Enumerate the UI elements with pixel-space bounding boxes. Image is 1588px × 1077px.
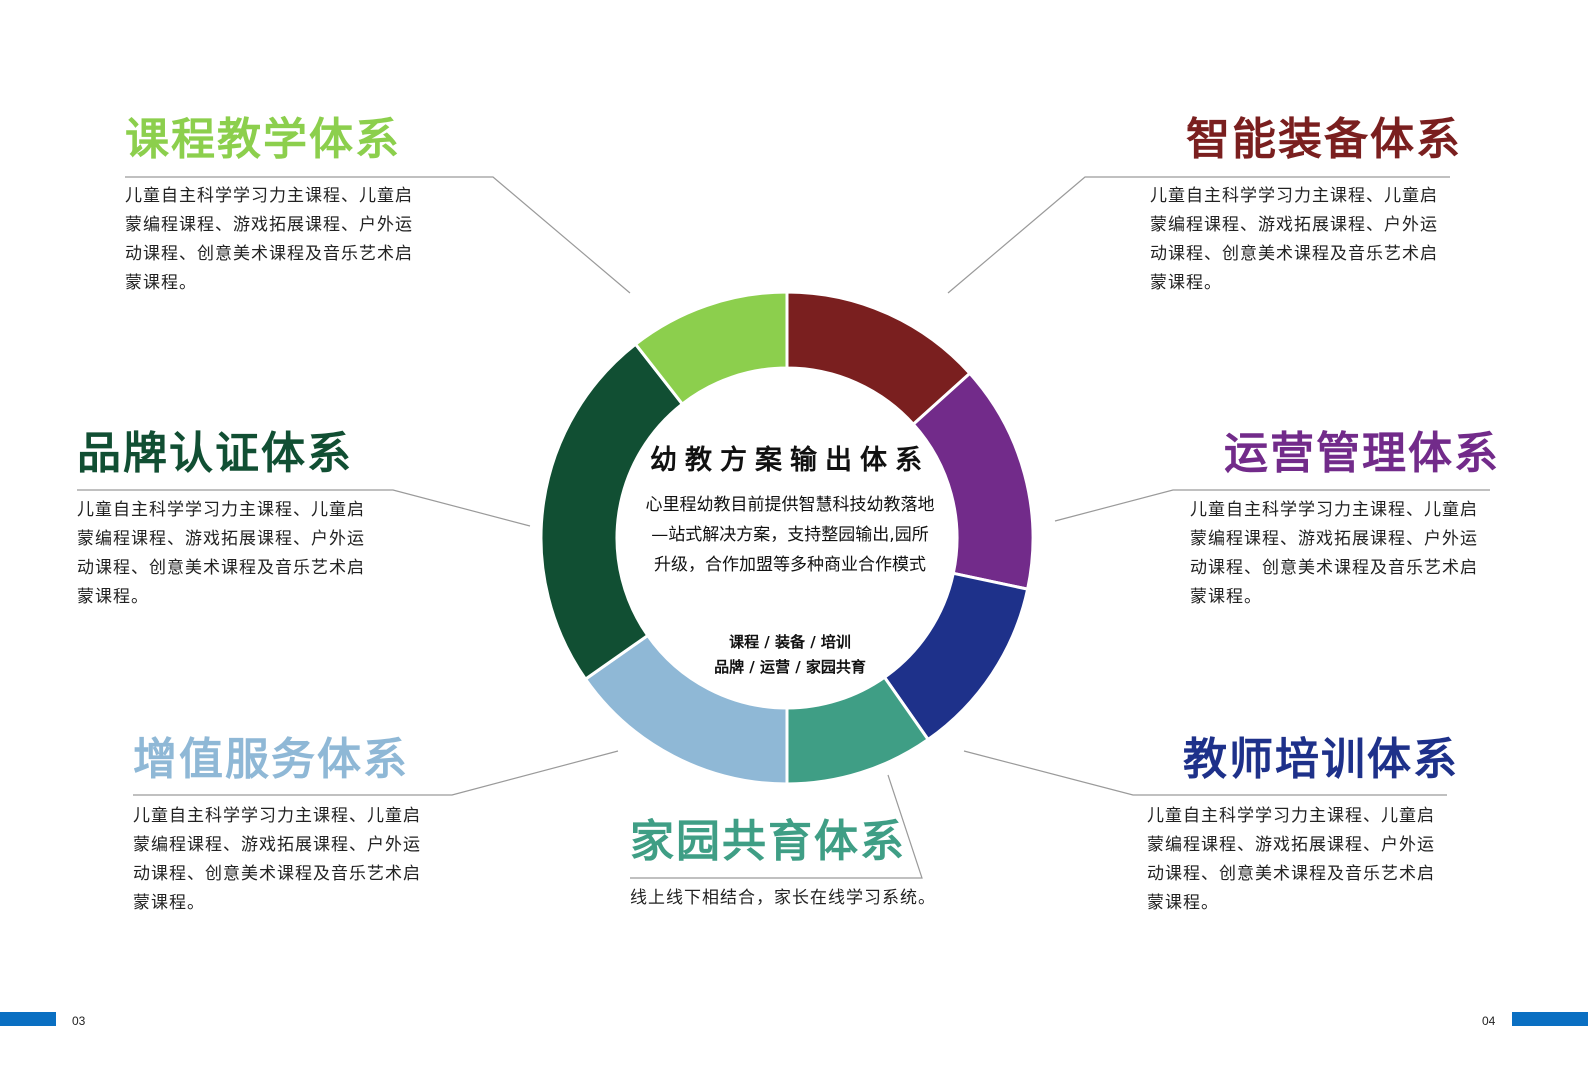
center-tags: 课程 / 装备 / 培训 品牌 / 运营 / 家园共育	[620, 630, 960, 680]
page-bar-left	[0, 1012, 56, 1026]
connector-line-equip	[947, 176, 1450, 294]
page-number-right: 04	[1482, 1014, 1496, 1028]
system-value-desc: 儿童自主科学学习力主课程、儿童启 蒙编程课程、游戏拓展课程、户外运 动课程、创意…	[133, 802, 421, 918]
system-teacher-title: 教师培训体系	[1183, 734, 1459, 785]
center-tag-line: 品牌 / 运营 / 家园共育	[714, 658, 866, 676]
system-brand: 品牌认证体系 儿童自主科学学习力主课程、儿童启 蒙编程课程、游戏拓展课程、户外运…	[77, 426, 365, 612]
desc-line: 蒙编程课程、游戏拓展课程、户外运	[1190, 529, 1478, 549]
system-course-title: 课程教学体系	[125, 114, 401, 165]
desc-line: 动课程、创意美术课程及音乐艺术启	[77, 558, 365, 578]
system-value-title: 增值服务体系	[133, 734, 409, 785]
center-description: 心里程幼教目前提供智慧科技幼教落地 —站式解决方案，支持整园输出,园所 升级，合…	[620, 490, 960, 580]
desc-line: 儿童自主科学学习力主课程、儿童启	[125, 186, 413, 206]
center-desc-line: —站式解决方案，支持整园输出,园所	[651, 525, 929, 545]
system-ops-title: 运营管理体系	[1224, 428, 1500, 479]
desc-line: 蒙课程。	[133, 893, 205, 913]
desc-line: 蒙编程课程、游戏拓展课程、户外运	[1147, 835, 1435, 855]
desc-line: 动课程、创意美术课程及音乐艺术启	[1150, 244, 1438, 264]
desc-line: 儿童自主科学学习力主课程、儿童启	[1147, 806, 1435, 826]
page-number-left: 03	[72, 1014, 86, 1028]
system-home-desc: 线上线下相结合，家长在线学习系统。	[630, 884, 936, 913]
connector-line-value	[133, 750, 619, 796]
desc-line: 动课程、创意美术课程及音乐艺术启	[125, 244, 413, 264]
connector-line-course	[125, 176, 631, 294]
system-ops: 运营管理体系 儿童自主科学学习力主课程、儿童启 蒙编程课程、游戏拓展课程、户外运…	[1190, 426, 1500, 612]
desc-line: 蒙编程课程、游戏拓展课程、户外运	[125, 215, 413, 235]
system-equip-desc: 儿童自主科学学习力主课程、儿童启 蒙编程课程、游戏拓展课程、户外运 动课程、创意…	[1150, 182, 1462, 298]
system-equip-title: 智能装备体系	[1186, 114, 1462, 165]
desc-line: 蒙课程。	[1147, 893, 1219, 913]
system-home-title: 家园共育体系	[630, 816, 906, 867]
desc-line: 蒙课程。	[1190, 587, 1262, 607]
desc-line: 蒙课程。	[77, 587, 149, 607]
center-desc-line: 心里程幼教目前提供智慧科技幼教落地	[645, 495, 935, 515]
center-desc-line: 升级，合作加盟等多种商业合作模式	[654, 555, 926, 575]
desc-line: 蒙编程课程、游戏拓展课程、户外运	[133, 835, 421, 855]
connector-line-brand	[77, 489, 531, 527]
system-home: 家园共育体系 线上线下相结合，家长在线学习系统。	[630, 814, 936, 913]
desc-line: 动课程、创意美术课程及音乐艺术启	[1190, 558, 1478, 578]
system-value: 增值服务体系 儿童自主科学学习力主课程、儿童启 蒙编程课程、游戏拓展课程、户外运…	[133, 732, 421, 918]
connector-line-teacher	[963, 750, 1447, 796]
system-equip: 智能装备体系 儿童自主科学学习力主课程、儿童启 蒙编程课程、游戏拓展课程、户外运…	[1150, 112, 1462, 298]
ring-chart	[539, 290, 1035, 786]
desc-line: 蒙编程课程、游戏拓展课程、户外运	[77, 529, 365, 549]
system-course: 课程教学体系 儿童自主科学学习力主课程、儿童启 蒙编程课程、游戏拓展课程、户外运…	[125, 112, 413, 298]
system-course-desc: 儿童自主科学学习力主课程、儿童启 蒙编程课程、游戏拓展课程、户外运 动课程、创意…	[125, 182, 413, 298]
desc-line: 蒙编程课程、游戏拓展课程、户外运	[1150, 215, 1438, 235]
system-teacher-desc: 儿童自主科学学习力主课程、儿童启 蒙编程课程、游戏拓展课程、户外运 动课程、创意…	[1147, 802, 1459, 918]
desc-line: 蒙课程。	[125, 273, 197, 293]
desc-line: 儿童自主科学学习力主课程、儿童启	[133, 806, 421, 826]
connector-line-ops	[1054, 489, 1490, 522]
system-teacher: 教师培训体系 儿童自主科学学习力主课程、儿童启 蒙编程课程、游戏拓展课程、户外运…	[1147, 732, 1459, 918]
desc-line: 动课程、创意美术课程及音乐艺术启	[1147, 864, 1435, 884]
connector-lines	[77, 176, 1490, 879]
ring-segment-course	[633, 290, 789, 407]
system-ops-desc: 儿童自主科学学习力主课程、儿童启 蒙编程课程、游戏拓展课程、户外运 动课程、创意…	[1190, 496, 1500, 612]
desc-line: 蒙课程。	[1150, 273, 1222, 293]
center-tag-line: 课程 / 装备 / 培训	[729, 633, 851, 651]
system-brand-title: 品牌认证体系	[77, 428, 353, 479]
desc-line: 儿童自主科学学习力主课程、儿童启	[1190, 500, 1478, 520]
center-title: 幼教方案输出体系	[650, 445, 930, 476]
desc-line: 动课程、创意美术课程及音乐艺术启	[133, 864, 421, 884]
ring-segment-brand	[539, 342, 685, 682]
desc-line: 线上线下相结合，家长在线学习系统。	[630, 888, 936, 908]
connector-line-home	[630, 774, 923, 879]
desc-line: 儿童自主科学学习力主课程、儿童启	[77, 500, 365, 520]
page-bar-right	[1512, 1012, 1588, 1026]
system-brand-desc: 儿童自主科学学习力主课程、儿童启 蒙编程课程、游戏拓展课程、户外运 动课程、创意…	[77, 496, 365, 612]
desc-line: 儿童自主科学学习力主课程、儿童启	[1150, 186, 1438, 206]
